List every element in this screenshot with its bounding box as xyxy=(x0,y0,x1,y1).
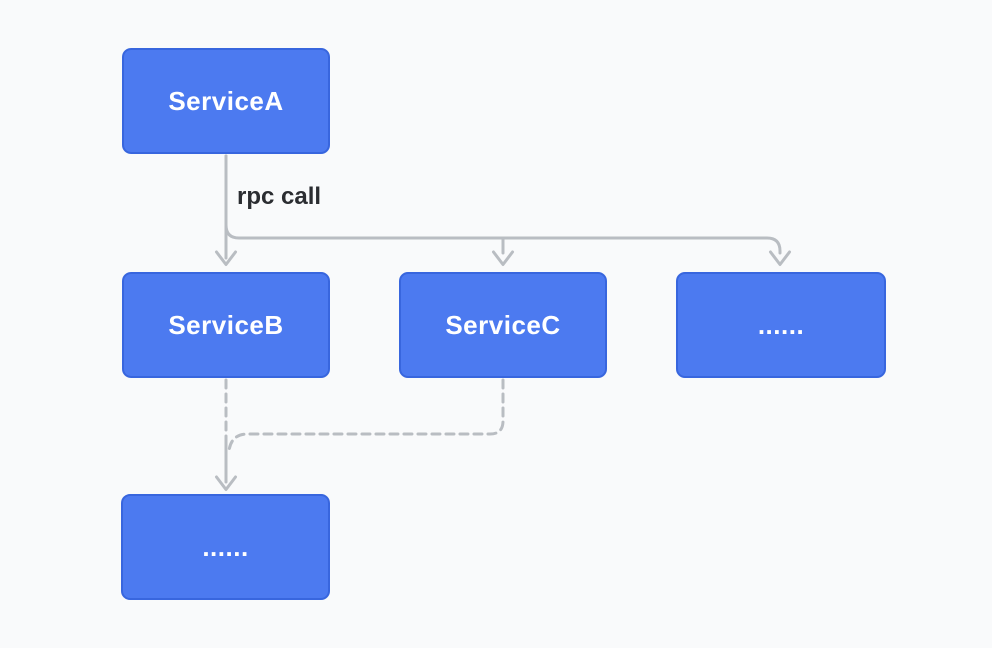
arrowhead-icon xyxy=(215,250,237,266)
node-label: ...... xyxy=(202,531,249,562)
arrowhead-icon xyxy=(769,250,791,266)
node-label: ServiceC xyxy=(445,309,561,340)
node-label: ServiceB xyxy=(168,309,284,340)
node-service-b: ServiceB xyxy=(122,272,330,378)
arrowhead-icon xyxy=(492,250,514,266)
edge-servicec-merge-dashed xyxy=(227,378,505,453)
edge-label-rpc-call: rpc call xyxy=(237,183,322,210)
node-label: ServiceA xyxy=(168,85,284,116)
arrowhead-icon xyxy=(215,475,237,491)
node-service-a: ServiceA xyxy=(122,48,330,154)
node-label: ...... xyxy=(757,309,805,340)
node-service-c: ServiceC xyxy=(399,272,607,378)
node-more-services-bottom: ...... xyxy=(121,494,330,600)
edge-branch-servicec xyxy=(492,236,514,266)
edge-merge-more-services xyxy=(215,439,237,491)
node-more-services-top: ...... xyxy=(676,272,886,378)
